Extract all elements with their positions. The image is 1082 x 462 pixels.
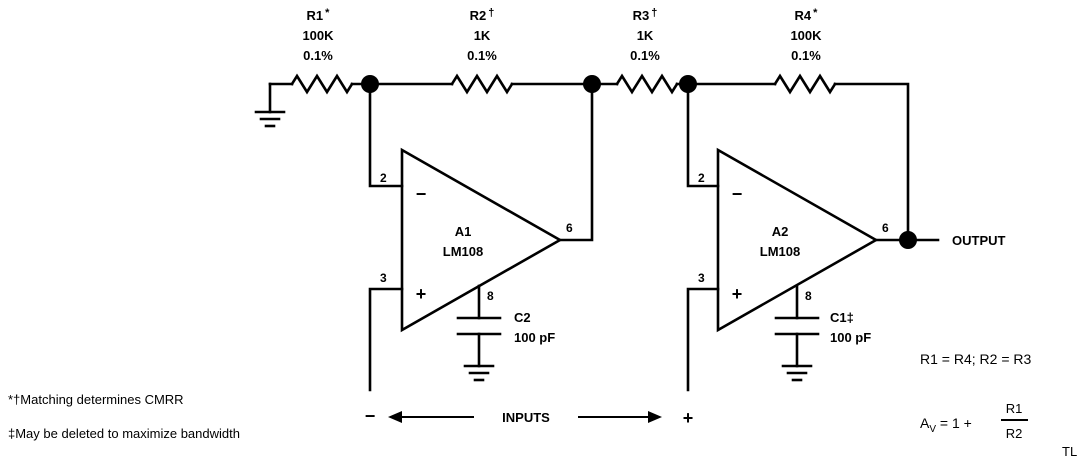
r2-label: R2† (470, 7, 495, 23)
c1-value: 100 pF (830, 330, 871, 345)
footnote-deletable: ‡May be deleted to maximize bandwidth (8, 426, 240, 441)
r3-value: 1K (637, 28, 654, 43)
gain-denominator: R2 (1006, 426, 1023, 441)
r4-value: 100K (790, 28, 822, 43)
resistor-r2 (450, 73, 514, 95)
a2-name: A2 (772, 224, 789, 239)
resistor-r1 (290, 73, 354, 95)
r1-tolerance: 0.1% (303, 48, 333, 63)
op-amp-a1 (368, 82, 594, 392)
inputs-arrow (388, 411, 662, 423)
c2-label: C2 (514, 310, 531, 325)
a2-pin-2: 2 (698, 171, 705, 185)
gain-equation: AV = 1 + R1 R2 (920, 401, 1028, 441)
footnote-matching: *†Matching determines CMRR (8, 392, 184, 407)
c2-value: 100 pF (514, 330, 555, 345)
top-rail-wires (268, 82, 910, 242)
output-label: OUTPUT (952, 233, 1006, 248)
c1-label: C1‡ (830, 310, 854, 325)
resistor-r4 (773, 73, 837, 95)
a2-minus-sign: − (732, 184, 743, 204)
r1-value: 100K (302, 28, 334, 43)
gain-numerator: R1 (1006, 401, 1023, 416)
a2-pin-6: 6 (882, 221, 889, 235)
op-amp-a2 (686, 82, 940, 392)
r3-label: R3† (633, 7, 658, 23)
a1-pin-6: 6 (566, 221, 573, 235)
input-minus-sign: − (365, 406, 376, 426)
r4-tolerance: 0.1% (791, 48, 821, 63)
capacitor-c1 (774, 316, 820, 382)
resistor-r3 (615, 73, 679, 95)
a1-part: LM108 (443, 244, 483, 259)
r1-label: R1* (307, 7, 331, 23)
r2-tolerance: 0.1% (467, 48, 497, 63)
a2-plus-sign: + (732, 284, 743, 304)
r4-label: R4* (795, 7, 819, 23)
resistor-match-equation: R1 = R4; R2 = R3 (920, 351, 1031, 367)
a1-pin-2: 2 (380, 171, 387, 185)
figure-tag: TL (1062, 444, 1077, 459)
a1-plus-sign: + (416, 284, 427, 304)
inputs-label: INPUTS (502, 410, 550, 425)
a1-pin-3: 3 (380, 271, 387, 285)
a2-part: LM108 (760, 244, 800, 259)
r2-value: 1K (474, 28, 491, 43)
input-plus-sign: + (683, 408, 694, 428)
a2-pin-3: 3 (698, 271, 705, 285)
r3-tolerance: 0.1% (630, 48, 660, 63)
gain-lhs: AV = 1 + (920, 415, 972, 435)
a1-name: A1 (455, 224, 472, 239)
capacitor-c2 (456, 316, 502, 382)
a1-pin-8: 8 (487, 289, 494, 303)
a1-minus-sign: − (416, 184, 427, 204)
a2-pin-8: 8 (805, 289, 812, 303)
ground-r1 (254, 82, 286, 128)
